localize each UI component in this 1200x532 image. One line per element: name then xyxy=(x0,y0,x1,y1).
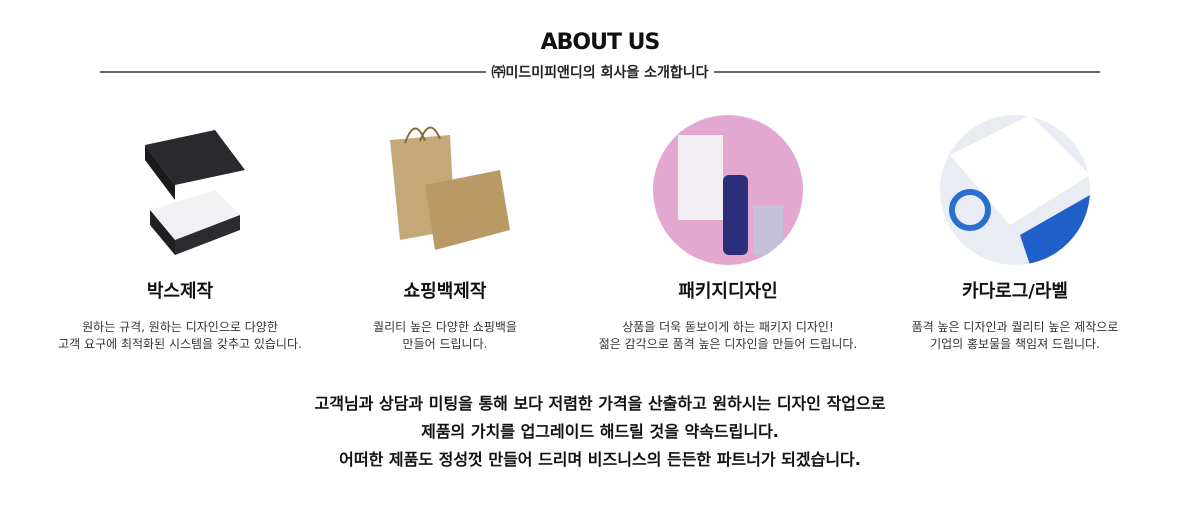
divider xyxy=(100,71,486,73)
service-title: 패키지디자인 xyxy=(678,281,778,302)
service-desc: 상품을 더욱 돋보이게 하는 패키지 디자인! xyxy=(622,320,834,334)
service-desc: 품격 높은 디자인과 퀄리티 높은 제작으로 xyxy=(911,320,1119,334)
closing-line: 어떠한 제품도 정성껏 만들어 드리며 비즈니스의 든든한 파트너가 되겠습니다… xyxy=(339,450,861,469)
subtitle-row: ㈜미드미피앤디의 회사을 소개합니다 xyxy=(100,62,1101,82)
service-desc: 기업의 홍보물을 책임져 드립니다. xyxy=(930,337,1100,351)
service-package-design: 패키지디자인 상품을 더욱 돋보이게 하는 패키지 디자인! 젊은 감각으로 품격… xyxy=(578,115,878,353)
shopping-bag-image xyxy=(370,115,520,265)
box-image xyxy=(105,115,255,265)
service-desc: 원하는 규격, 원하는 디자인으로 다양한 xyxy=(82,320,278,334)
service-desc: 퀄리티 높은 다양한 쇼핑백을 xyxy=(373,320,517,334)
service-title: 쇼핑백제작 xyxy=(403,281,487,302)
closing-message: 고객님과 상담과 미팅을 통해 보다 저렴한 가격을 산출하고 원하시는 디자인… xyxy=(0,390,1200,474)
section-title: ABOUT US xyxy=(540,30,661,55)
service-desc: 고객 요구에 최적화된 시스템을 갖추고 있습니다. xyxy=(58,337,302,351)
package-design-image xyxy=(653,115,803,265)
closing-line: 제품의 가치를 업그레이드 해드릴 것을 약속드립니다. xyxy=(421,422,779,441)
catalog-image xyxy=(940,115,1090,265)
service-desc: 젊은 감각으로 품격 높은 디자인을 만들어 드립니다. xyxy=(598,337,858,351)
service-title: 카다로그/라벨 xyxy=(962,281,1068,302)
divider xyxy=(714,71,1101,73)
service-desc: 만들어 드립니다. xyxy=(402,337,488,351)
closing-line: 고객님과 상담과 미팅을 통해 보다 저렴한 가격을 산출하고 원하시는 디자인… xyxy=(314,394,886,413)
section-subtitle: ㈜미드미피앤디의 회사을 소개합니다 xyxy=(491,65,709,81)
service-title: 박스제작 xyxy=(146,281,214,302)
